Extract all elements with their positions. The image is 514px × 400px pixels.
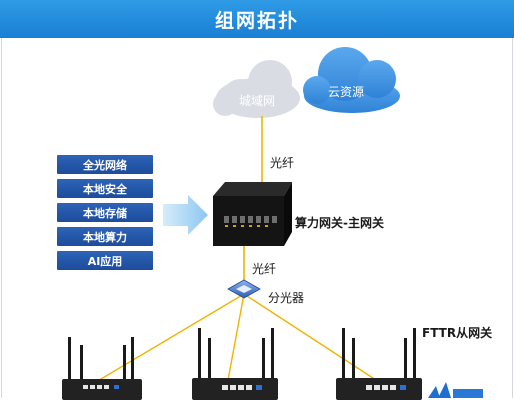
- diagram-frame: [1, 38, 513, 398]
- title-banner: 组网拓扑: [0, 0, 514, 38]
- feature-local-compute: 本地算力: [57, 227, 153, 246]
- metro-network-cloud: [213, 60, 300, 118]
- page-title: 组网拓扑: [214, 9, 299, 32]
- feature-local-security: 本地安全: [57, 179, 153, 198]
- metro-network-label: 城域网: [239, 94, 276, 108]
- gateway-label: 算力网关-主网关: [295, 216, 384, 230]
- optical-splitter: [227, 279, 261, 299]
- router-device: [62, 337, 142, 400]
- brand-logo-partial: [428, 382, 483, 398]
- feature-ai-application: AI应用: [57, 251, 153, 270]
- splitter-label: 分光器: [268, 291, 305, 305]
- split-links: [95, 293, 377, 383]
- fiber-label-lower: 光纤: [252, 262, 277, 276]
- fiber-label-upper: 光纤: [270, 156, 295, 170]
- input-arrow: [163, 195, 208, 235]
- feature-all-optical-network: 全光网络: [57, 155, 153, 174]
- cloud-resources-cloud: [303, 47, 400, 113]
- router-device: [192, 328, 278, 400]
- compute-gateway-device: [213, 182, 292, 246]
- router-device: [336, 328, 422, 400]
- fttr-gateway-label: FTTR从网关: [422, 326, 493, 340]
- cloud-resources-label: 云资源: [328, 85, 365, 99]
- feature-local-storage: 本地存储: [57, 203, 153, 222]
